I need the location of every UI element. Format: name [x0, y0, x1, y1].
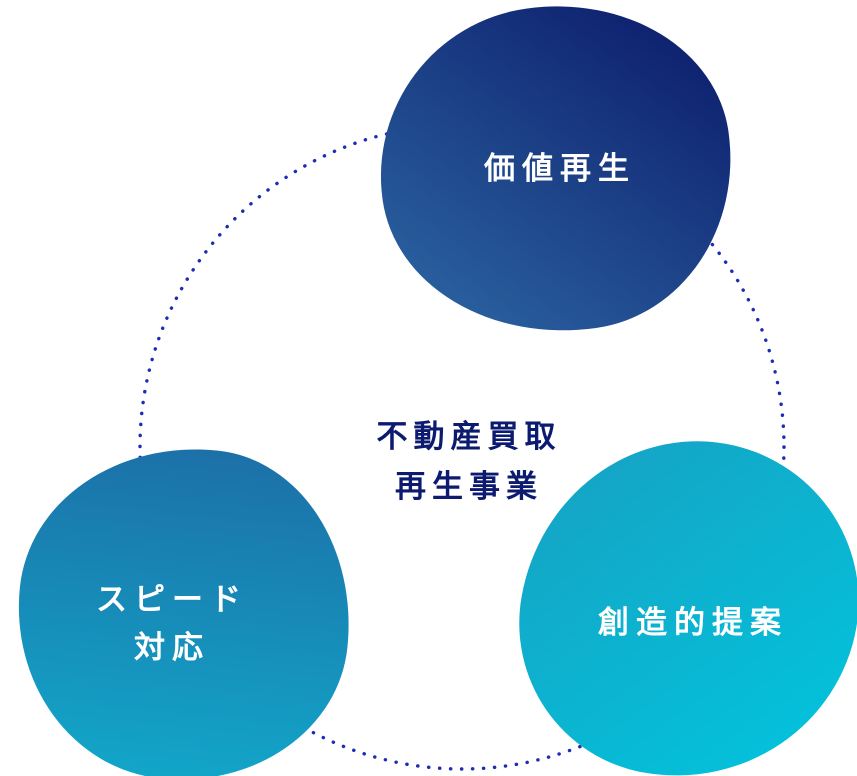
node-creative-proposal-label: 創造的提案	[598, 605, 788, 640]
node-speed-response-line2: 対応	[133, 630, 210, 665]
center-business-label-line2: 再生事業	[395, 469, 543, 504]
node-value-regeneration-label: 価値再生	[483, 151, 636, 186]
center-business-label-line1: 不動産買取	[376, 419, 562, 454]
node-speed-response-line1: スピード	[95, 582, 248, 617]
node-speed-response-label: スピード 対応	[89, 576, 248, 672]
center-business-label: 不動産買取 再生事業	[371, 412, 562, 512]
